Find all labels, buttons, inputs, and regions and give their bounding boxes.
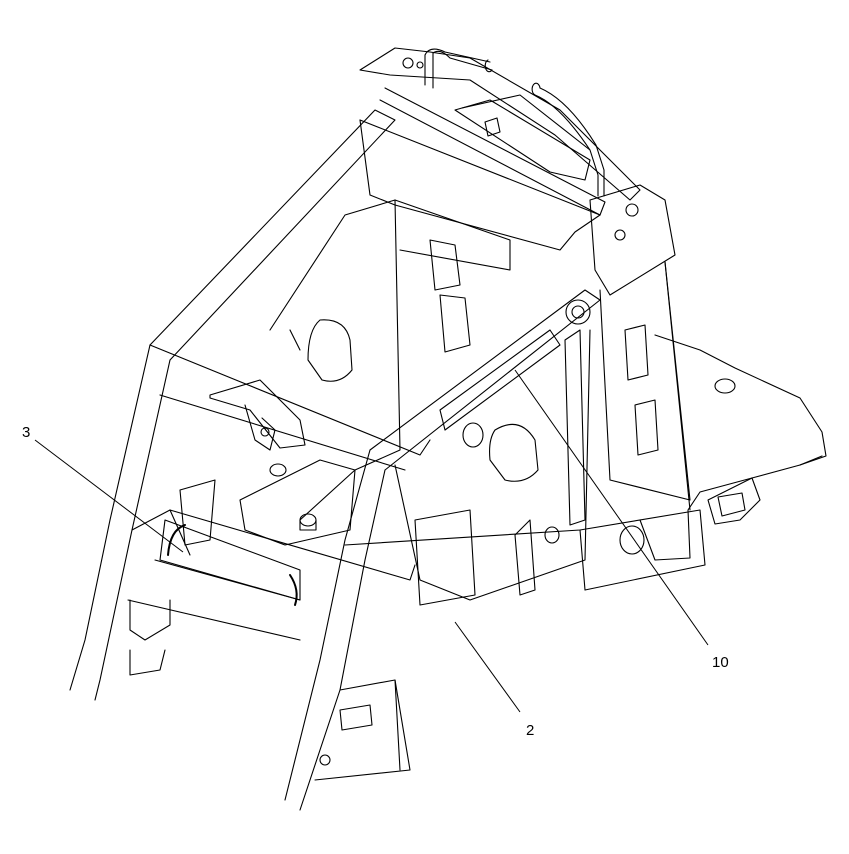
center-panel bbox=[414, 329, 586, 606]
leader-line-2 bbox=[454, 621, 521, 713]
top-crossmember bbox=[359, 47, 641, 251]
left-upright bbox=[69, 109, 431, 701]
lower-frame bbox=[314, 509, 706, 781]
handles bbox=[424, 48, 605, 197]
right-upright bbox=[284, 289, 601, 811]
tank bbox=[179, 459, 356, 546]
callout-number-2: 2 bbox=[526, 722, 535, 739]
callout-number-3: 3 bbox=[22, 424, 31, 441]
leader-line-3 bbox=[34, 439, 184, 553]
lifting-lug bbox=[209, 379, 306, 451]
right-rear-plate bbox=[589, 184, 691, 511]
base-plate bbox=[639, 334, 827, 561]
inner-side-plate bbox=[269, 199, 511, 521]
leader-line-10 bbox=[514, 369, 709, 646]
callout-number-10: 10 bbox=[712, 654, 729, 671]
leader-lines bbox=[34, 369, 709, 713]
panel-3 bbox=[159, 519, 301, 606]
